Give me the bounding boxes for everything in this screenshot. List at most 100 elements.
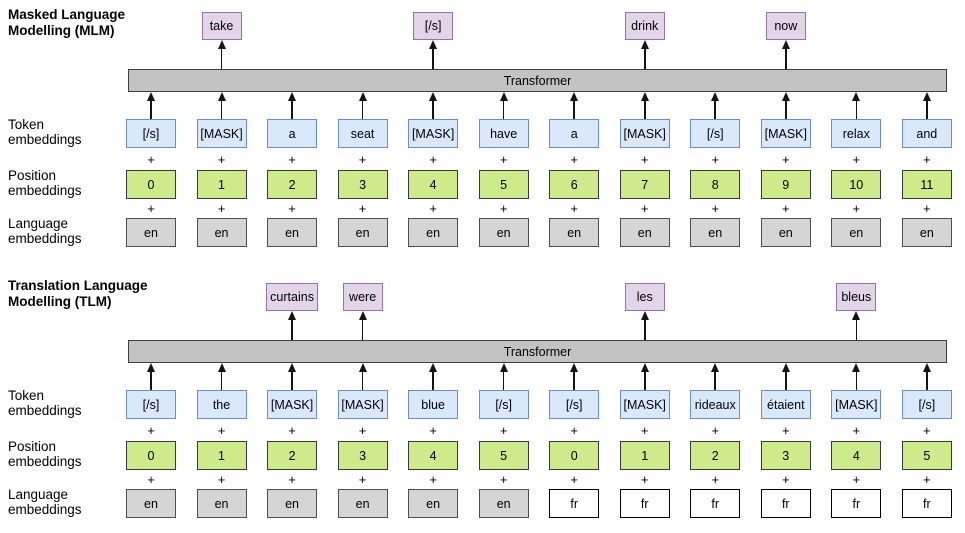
language-embedding-label: en <box>214 225 229 240</box>
embedding-column: [/s] + 8 + en <box>690 92 741 247</box>
position-embedding-box: 0 <box>126 441 176 470</box>
plus-sign: + <box>852 472 861 487</box>
plus-sign: + <box>217 422 226 438</box>
up-arrow-icon <box>640 363 649 390</box>
up-arrow-icon <box>711 92 720 119</box>
token-embedding-box: a <box>549 119 600 148</box>
token-embedding-label: rideaux <box>694 397 736 412</box>
position-embedding-box: 0 <box>549 441 600 470</box>
position-embedding-box: 9 <box>760 170 811 199</box>
embedding-column: blue + 4 + en <box>408 363 459 518</box>
language-embedding-label: en <box>426 225 441 240</box>
language-embedding-box: fr <box>831 489 882 518</box>
language-embedding-label: en <box>778 225 793 240</box>
token-embedding-box: [/s] <box>126 119 176 148</box>
language-embedding-box: fr <box>619 489 670 518</box>
position-embedding-box: 3 <box>337 170 388 199</box>
up-arrow-icon <box>922 363 931 390</box>
position-embedding-label: 4 <box>429 448 437 463</box>
language-embedding-label: fr <box>570 496 578 511</box>
token-embedding-label: [MASK] <box>200 126 243 141</box>
predicted-token-box: take <box>201 12 242 40</box>
language-embedding-box: fr <box>901 489 952 518</box>
language-embedding-box: fr <box>690 489 741 518</box>
token-embedding-label: [MASK] <box>764 126 807 141</box>
plus-sign: + <box>358 151 367 167</box>
transformer-bar: Transformer <box>128 69 947 92</box>
plus-sign: + <box>499 201 508 216</box>
up-arrow-icon <box>640 311 649 340</box>
plus-sign: + <box>358 201 367 216</box>
plus-sign: + <box>429 201 437 216</box>
language-embedding-box: en <box>267 489 318 518</box>
embedding-column: [MASK] + 9 + en <box>760 92 811 247</box>
token-embedding-box: relax <box>831 119 882 148</box>
position-embedding-box: 5 <box>901 441 952 470</box>
position-embedding-box: 4 <box>408 441 459 470</box>
plus-sign: + <box>147 151 155 167</box>
position-embedding-label: 9 <box>782 177 790 192</box>
plus-sign: + <box>781 422 790 438</box>
language-embedding-box: en <box>549 218 600 247</box>
token-embedding-box: the <box>196 390 247 419</box>
predicted-token-box: [/s] <box>413 12 454 40</box>
position-embedding-box: 1 <box>619 441 670 470</box>
plus-sign: + <box>499 422 508 438</box>
language-embedding-label: en <box>426 496 441 511</box>
tlm-predicted-tokens-row: curtains were <box>126 283 952 340</box>
position-embedding-label: 3 <box>359 177 367 192</box>
embedding-column: [/s] + 5 + en <box>478 363 529 518</box>
plus-sign: + <box>852 151 861 167</box>
position-embedding-label: 0 <box>570 448 578 463</box>
token-embedding-box: have <box>478 119 529 148</box>
token-embedding-label: a <box>288 126 296 141</box>
token-embedding-box: rideaux <box>690 390 741 419</box>
token-embedding-label: [/s] <box>706 126 724 141</box>
token-embedding-box: [MASK] <box>760 119 811 148</box>
language-embedding-label: fr <box>852 496 861 511</box>
predicted-token-label: were <box>349 290 377 304</box>
embedding-column: have + 5 + en <box>478 92 529 247</box>
up-arrow-icon <box>499 363 508 390</box>
mlm-predicted-tokens-row: take <box>126 12 952 69</box>
transformer-bar: Transformer <box>128 340 947 363</box>
language-embedding-label: fr <box>640 496 649 511</box>
position-embedding-box: 0 <box>126 170 176 199</box>
token-embedding-box: [/s] <box>478 390 529 419</box>
plus-sign: + <box>781 472 790 487</box>
language-embedding-box: en <box>337 489 388 518</box>
token-embedding-label: a <box>570 126 578 141</box>
tlm-title: Translation Language Modelling (TLM) <box>8 278 148 310</box>
predicted-token-label: [/s] <box>424 19 442 33</box>
plus-sign: + <box>217 472 226 487</box>
position-embedding-label: 2 <box>288 177 296 192</box>
plus-sign: + <box>429 422 437 438</box>
position-embedding-box: 4 <box>408 170 459 199</box>
embedding-column: rideaux + 2 + fr <box>690 363 741 518</box>
up-arrow-icon <box>217 40 226 69</box>
embedding-column: étaient + 3 + fr <box>760 363 811 518</box>
language-embedding-box: en <box>408 489 459 518</box>
up-arrow-icon <box>217 363 226 390</box>
position-embedding-label: 0 <box>147 448 155 463</box>
predicted-token-cell: curtains <box>266 283 318 340</box>
position-embedding-label: 5 <box>500 448 508 463</box>
up-arrow-icon <box>640 92 649 119</box>
token-embedding-label: [MASK] <box>835 397 878 412</box>
predicted-token-box: now <box>765 12 806 40</box>
embedding-column: the + 1 + en <box>196 363 247 518</box>
plus-sign: + <box>852 422 861 438</box>
position-embedding-box: 1 <box>196 441 247 470</box>
up-arrow-icon <box>781 92 790 119</box>
up-arrow-icon <box>288 92 297 119</box>
position-embedding-box: 5 <box>478 441 529 470</box>
token-embedding-box: blue <box>408 390 459 419</box>
language-embedding-box: en <box>901 218 952 247</box>
position-embedding-label: 1 <box>218 177 225 192</box>
token-embeddings-row-label: Token embeddings <box>8 117 82 148</box>
position-embedding-label: 3 <box>782 448 790 463</box>
language-embedding-box: en <box>126 218 176 247</box>
token-embedding-label: [MASK] <box>270 397 314 412</box>
language-embedding-box: fr <box>760 489 811 518</box>
plus-sign: + <box>217 201 226 216</box>
